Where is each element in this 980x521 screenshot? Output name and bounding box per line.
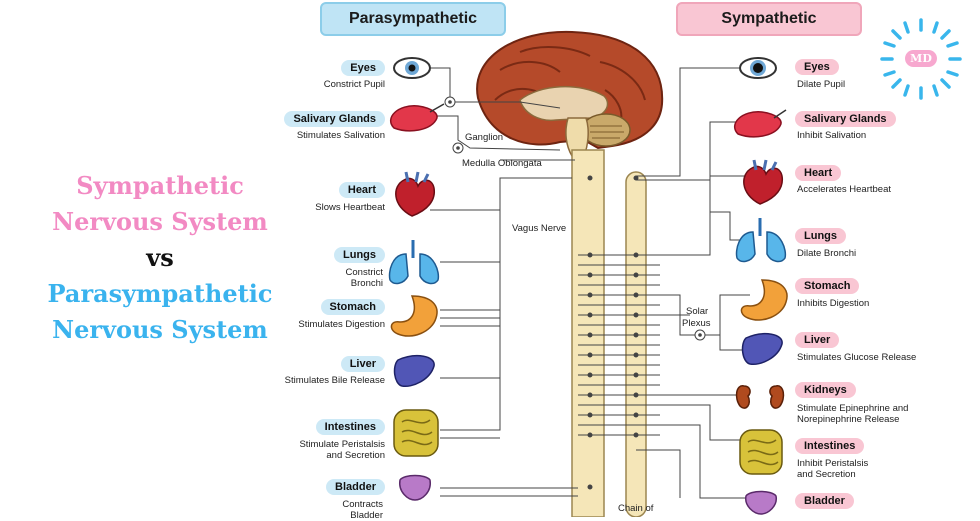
- brain-icon: [476, 30, 664, 157]
- symp-intestines-icon: [739, 429, 783, 475]
- symp-salivary-label: Salivary Glands: [795, 111, 896, 127]
- para-stomach-label: Stomach: [320, 299, 385, 315]
- para-stomach-desc: Stimulates Digestion: [298, 319, 385, 330]
- symp-kidneys-desc-1: Stimulate Epinephrine and: [797, 403, 909, 414]
- title-nervous-system-2: Nervous System: [52, 315, 268, 344]
- para-salivary-gland-icon: [389, 103, 445, 132]
- medulla-label: Medulla Oblongata: [462, 158, 542, 169]
- symp-stomach-icon: [740, 279, 788, 321]
- symp-intestines-desc-1: Inhibit Peristalsis: [797, 458, 869, 469]
- symp-liver-icon: [741, 332, 783, 366]
- para-eyes-desc: Constrict Pupil: [323, 79, 385, 90]
- symp-heart-label: Heart: [795, 165, 842, 181]
- ganglion-label: Ganglion: [465, 132, 504, 143]
- symp-kidneys-desc-2: Norepinephrine Release: [797, 414, 900, 425]
- para-intestines-desc-1: Stimulate Peristalsis: [299, 439, 385, 450]
- symp-eyes-desc: Dilate Pupil: [797, 79, 846, 90]
- symp-kidneys-label: Kidneys: [795, 382, 856, 398]
- para-intestines-label: Intestines: [315, 419, 385, 435]
- logo-badge: MD: [905, 50, 937, 67]
- solar-plexus-label-1: Solar: [686, 306, 709, 317]
- para-liver-label: Liver: [340, 356, 385, 372]
- symp-bladder-icon: [745, 490, 777, 515]
- para-intestines-icon: [393, 409, 439, 457]
- logo-text: MD: [910, 52, 932, 65]
- symp-eyes-label: Eyes: [795, 59, 839, 75]
- para-lungs-label: Lungs: [334, 247, 385, 263]
- symp-stomach-label: Stomach: [795, 278, 860, 294]
- para-lungs-desc-2: Bronchi: [350, 278, 383, 289]
- para-stomach-icon: [390, 295, 438, 337]
- title-parasympathetic: Parasympathetic: [47, 279, 273, 308]
- para-intestines-desc-2: and Secretion: [326, 450, 385, 461]
- symp-lungs-icon: [735, 218, 787, 263]
- para-heart-desc: Slows Heartbeat: [315, 202, 385, 213]
- para-bladder-label: Bladder: [326, 479, 385, 495]
- symp-intestines-label: Intestines: [795, 438, 865, 454]
- symp-salivary-gland-icon: [733, 109, 787, 138]
- para-heart-icon: [395, 171, 436, 217]
- symp-stomach-desc: Inhibits Digestion: [797, 298, 870, 309]
- title-sympathetic: Sympathetic: [76, 171, 244, 200]
- para-salivary-desc: Stimulates Salivation: [296, 130, 385, 141]
- chain-label: Chain of: [618, 503, 654, 514]
- para-liver-icon: [393, 354, 435, 388]
- vagus-nerve-label: Vagus Nerve: [512, 223, 567, 234]
- title-vs: vs: [146, 243, 174, 272]
- parasympathetic-header: Parasympathetic: [320, 2, 506, 36]
- title-nervous-system-1: Nervous System: [52, 207, 268, 236]
- symp-lungs-desc: Dilate Bronchi: [797, 248, 857, 259]
- sympathetic-header: Sympathetic: [676, 2, 862, 36]
- symp-lungs-label: Lungs: [795, 228, 846, 244]
- symp-salivary-desc: Inhibit Salivation: [797, 130, 867, 141]
- para-liver-desc: Stimulates Bile Release: [284, 375, 385, 386]
- para-bladder-icon: [399, 474, 431, 501]
- para-bladder-desc-1: Contracts: [342, 499, 383, 510]
- para-lungs-desc-1: Constrict: [345, 267, 383, 278]
- sunburst-logo: MD: [878, 16, 964, 102]
- symp-intestines-desc-2: and Secretion: [797, 469, 856, 480]
- symp-kidneys-icon: [735, 385, 785, 409]
- para-eye-icon: [393, 57, 431, 79]
- symp-liver-label: Liver: [795, 332, 840, 348]
- symp-liver-desc: Stimulates Glucose Release: [797, 352, 917, 363]
- solar-plexus-label-2: Plexus: [682, 318, 711, 329]
- symp-eye-icon: [739, 57, 777, 79]
- title-block: Sympathetic Nervous System vs Parasympat…: [10, 168, 310, 348]
- para-salivary-label: Salivary Glands: [284, 111, 385, 127]
- para-heart-label: Heart: [338, 182, 385, 198]
- symp-bladder-label: Bladder: [795, 493, 854, 509]
- para-eyes-label: Eyes: [341, 60, 385, 76]
- para-bladder-desc-2: Bladder: [350, 510, 383, 521]
- para-lungs-icon: [388, 240, 440, 285]
- symp-heart-icon: [743, 159, 784, 205]
- symp-heart-desc: Accelerates Heartbeat: [797, 184, 891, 195]
